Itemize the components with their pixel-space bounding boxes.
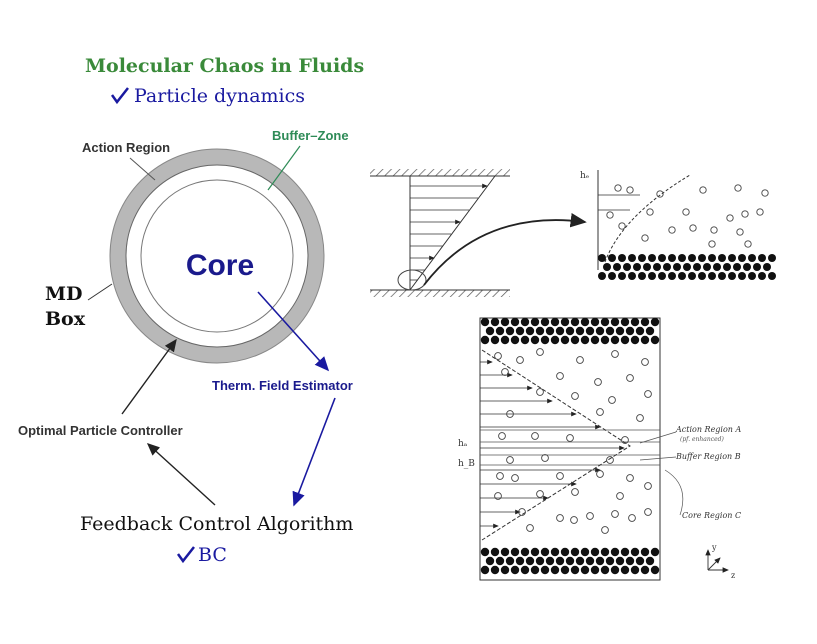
therm-field-estimator-label: Therm. Field Estimator (212, 378, 353, 393)
action-region-label: Action Region (82, 140, 170, 155)
bullet-bc-label: BC (198, 544, 227, 566)
feedback-to-controller-arrow (146, 443, 216, 506)
channel-diagram: hₐ h_B Action Region A (pf. enhanced) Bu… (458, 317, 741, 581)
core-region-c-label: Core Region C (682, 511, 741, 520)
zoom-hc-label: hₑ (580, 171, 590, 181)
zoom-region (397, 269, 427, 291)
action-region-a-label: Action Region A (675, 425, 741, 434)
feedback-control-algorithm-label: Feedback Control Algorithm (80, 513, 353, 535)
velocity-arrows (410, 183, 488, 281)
md-box-label-line1: MD (45, 283, 83, 305)
optimal-particle-controller-label: Optimal Particle Controller (18, 423, 183, 438)
buffer-zone-label: Buffer–Zone (272, 128, 349, 143)
channel-frame (479, 317, 661, 581)
zoom-arrow (423, 213, 587, 286)
channel-hb-label: h_B (458, 459, 475, 469)
bullet-label: Particle dynamics (134, 85, 305, 107)
zoom-detail-diagram: hₑ (580, 170, 776, 280)
core-circle (140, 179, 294, 333)
channel-top-wall-atoms (480, 317, 660, 345)
channel-axes (705, 549, 729, 573)
shear-flow-diagram (370, 169, 587, 297)
bottom-wall (370, 290, 510, 297)
bullet-particle-dynamics: Particle dynamics (110, 85, 305, 107)
buffer-zone-leader (267, 145, 301, 191)
channel-ha-label: hₐ (458, 439, 468, 449)
action-region-a-sublabel: (pf. enhanced) (680, 436, 724, 443)
channel-bottom-wall-atoms (480, 547, 660, 575)
ring-diagram: Core Action Region Buffer–Zone MD Box Th… (18, 128, 353, 566)
channel-profile-curve (481, 349, 631, 541)
controller-to-ring-arrow (121, 338, 177, 415)
buffer-region-b-label: Buffer Region B (675, 452, 741, 461)
estimator-to-feedback-arrow (292, 397, 336, 507)
zoom-wall-atoms (598, 254, 776, 280)
core-label: Core (186, 249, 254, 282)
bullet-bc: BC (176, 544, 227, 566)
channel-particles (494, 348, 652, 534)
axis-y-label: y (711, 543, 717, 552)
action-region-leader (129, 157, 156, 181)
checkmark-icon (110, 87, 129, 105)
top-wall (370, 169, 510, 176)
velocity-profile-line (409, 175, 496, 291)
checkmark-icon (176, 546, 195, 564)
page-title: Molecular Chaos in Fluids (85, 55, 364, 77)
zoom-profile-curve (604, 174, 691, 263)
md-box-label-line2: Box (45, 308, 86, 330)
zoom-particles (606, 184, 769, 248)
channel-velocity-arrows (480, 359, 625, 529)
core-to-estimator-arrow (257, 291, 330, 372)
axis-z-label: z (731, 571, 735, 580)
md-box-leader (87, 283, 113, 301)
